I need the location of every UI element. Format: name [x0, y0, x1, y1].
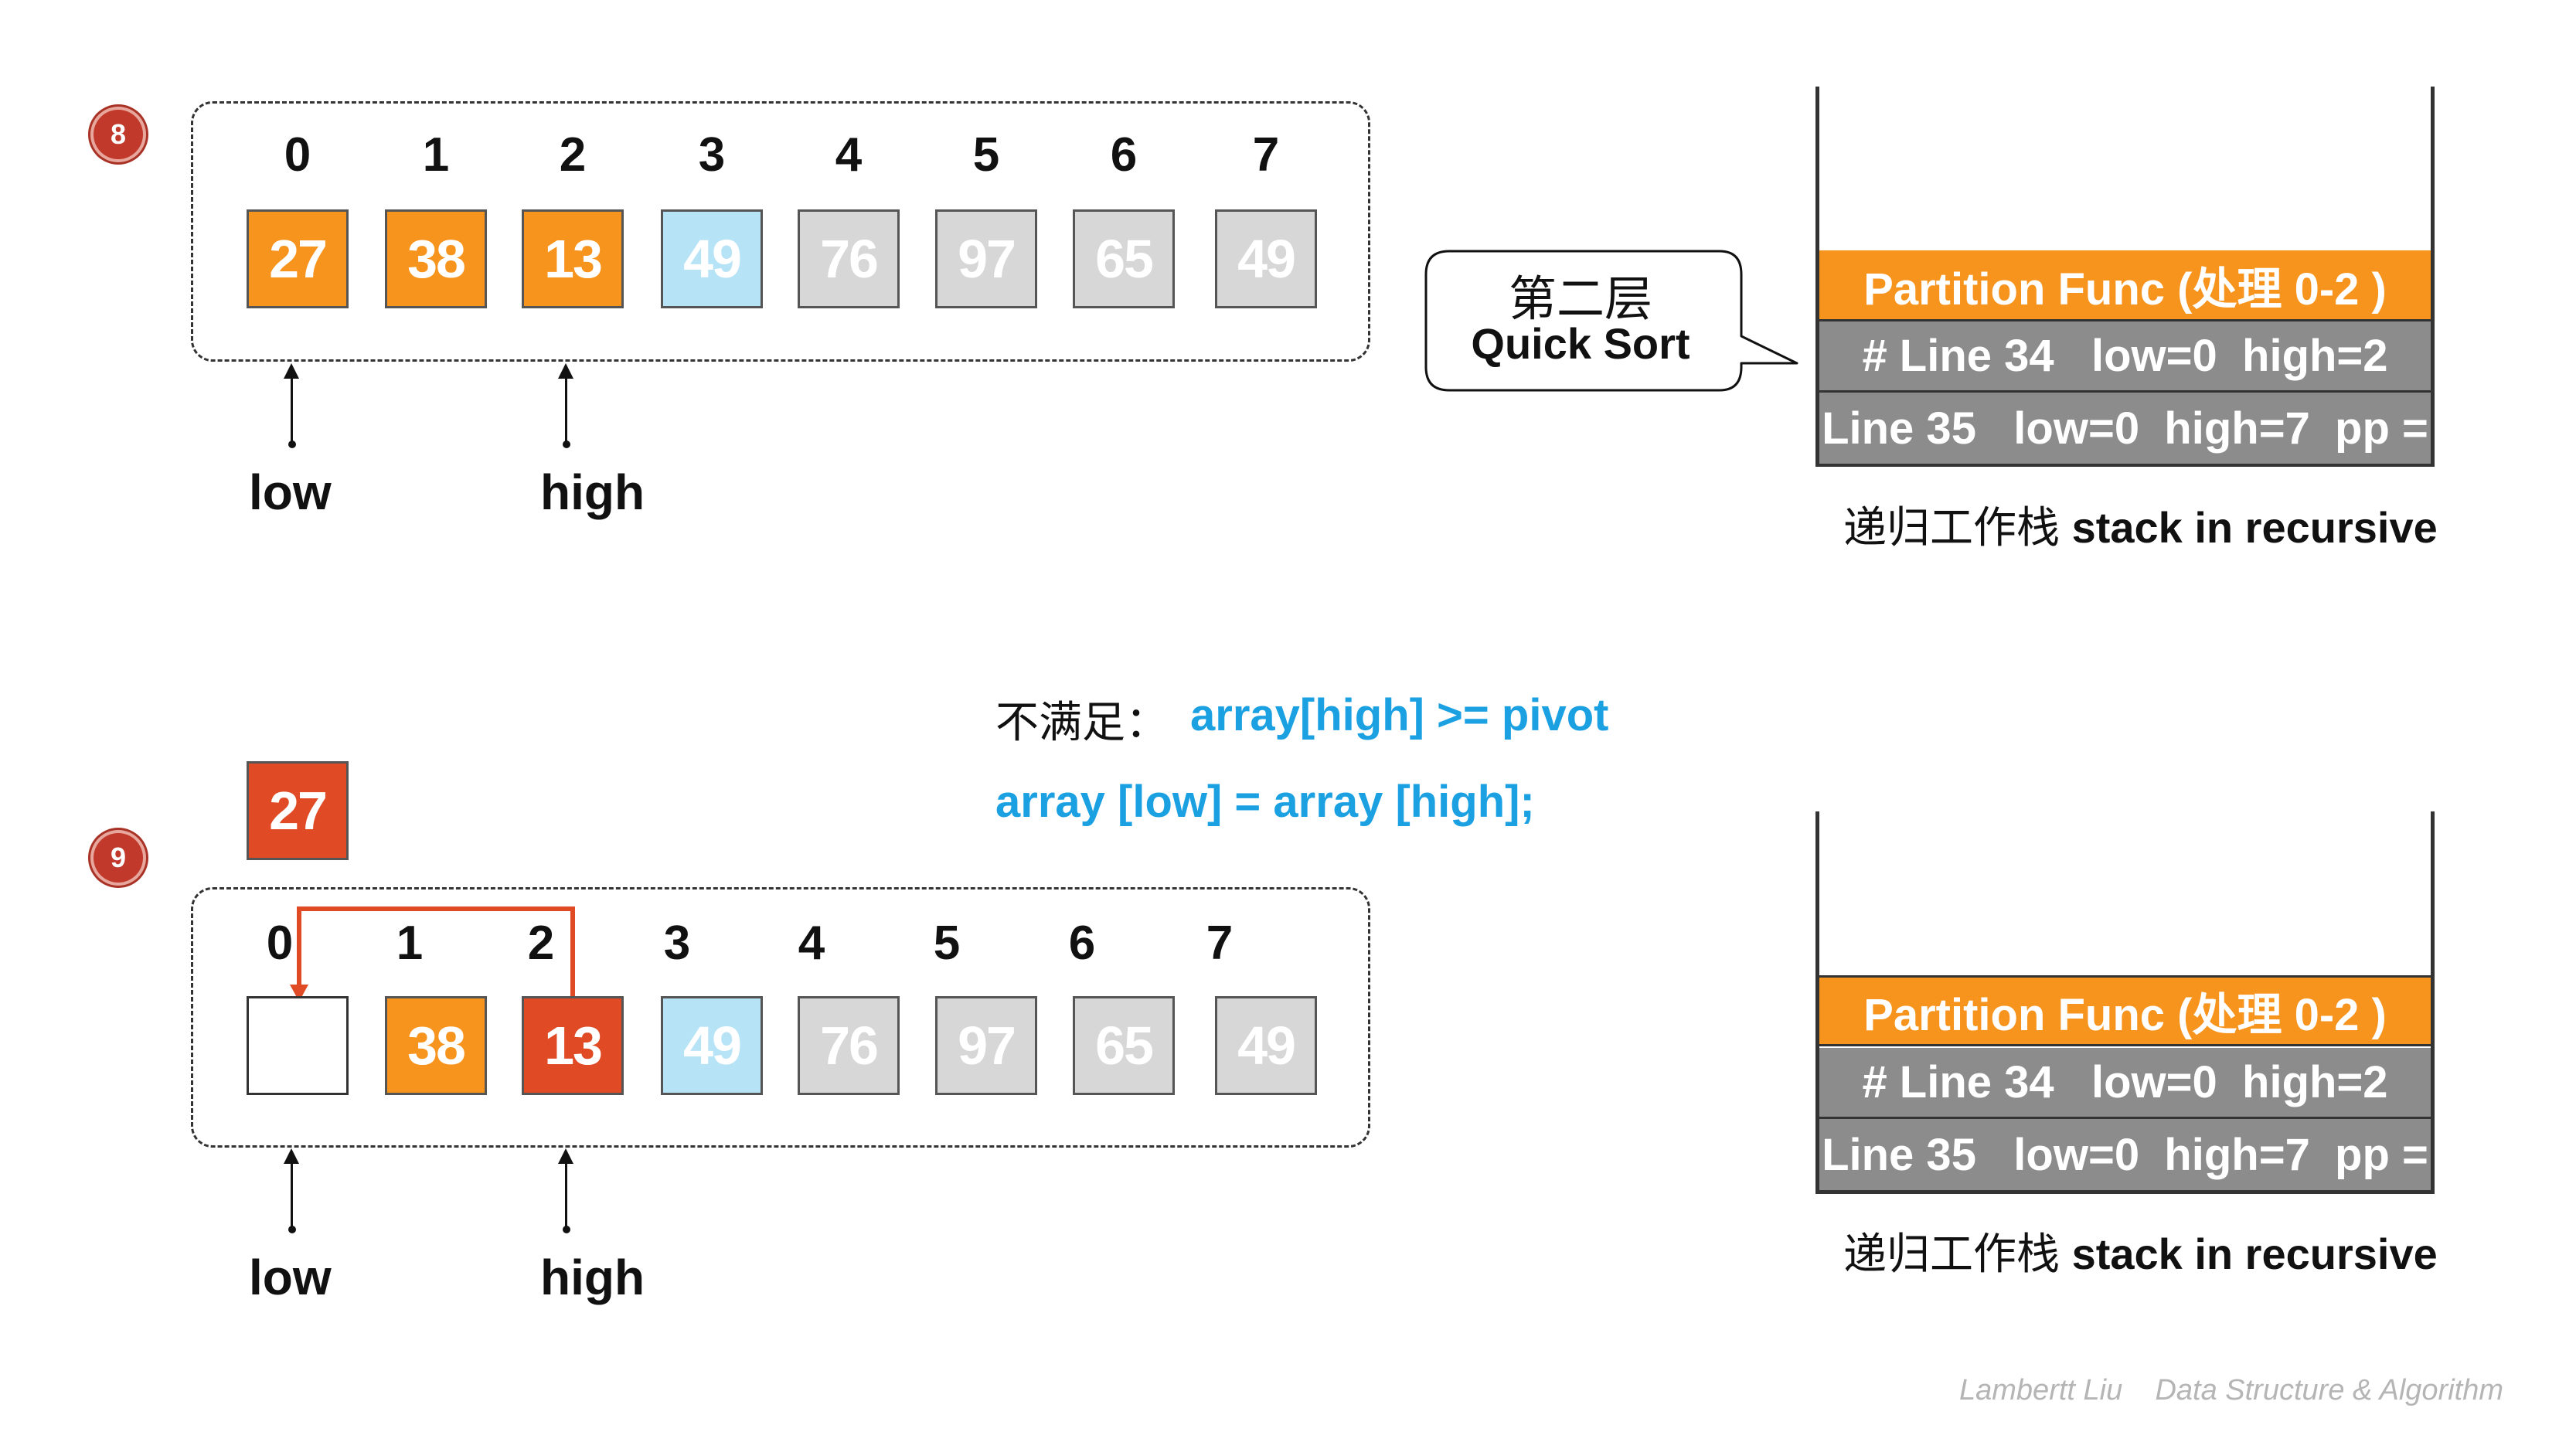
- index-label: 3: [698, 128, 726, 182]
- array-cell: 38: [385, 996, 487, 1095]
- low-pointer-dot: [288, 440, 296, 448]
- low-pointer-arrowhead: [284, 363, 299, 379]
- index-label: 0: [284, 128, 311, 182]
- stack-bottom-caption-cn: 递归工作栈: [1843, 1230, 2060, 1280]
- index-label: 2: [559, 128, 587, 182]
- index-label: 6: [1068, 917, 1096, 970]
- stack-bottom-right-wall: [2431, 811, 2435, 1194]
- stack-top-row-line34: # Line 34 low=0 high=2: [1819, 321, 2431, 393]
- low-pointer-label: low: [249, 1250, 332, 1305]
- step-8-badge: 8: [90, 107, 146, 162]
- array-cell: 49: [1215, 209, 1317, 308]
- array-cell: 65: [1073, 209, 1175, 308]
- stack-bottom-bottom-wall: [1815, 1190, 2435, 1194]
- index-label: 7: [1252, 128, 1280, 182]
- stack-bottom-row-line35: # Line 35 low=0 high=7 pp = 3: [1785, 1119, 2465, 1190]
- array-cell: 97: [935, 209, 1037, 308]
- array-cell: 76: [798, 996, 900, 1095]
- low-pointer-line: [291, 377, 293, 443]
- index-label: 3: [663, 917, 691, 970]
- stack-bottom-caption-en: stack in recursive: [2071, 1230, 2438, 1278]
- array-cell: [247, 996, 349, 1095]
- high-pointer-arrowhead: [558, 1148, 573, 1164]
- low-pointer-line: [291, 1162, 293, 1228]
- index-label: 6: [1110, 128, 1138, 182]
- step-9-badge: 9: [90, 830, 146, 886]
- high-pointer-dot: [563, 440, 570, 448]
- high-pointer-line: [565, 1162, 567, 1228]
- array-cell: 97: [935, 996, 1037, 1095]
- low-pointer-label: low: [249, 464, 332, 520]
- callout-line-1: 第二层: [1508, 270, 1652, 327]
- move-arrow: [290, 906, 575, 1002]
- stack-top-row-line35: # Line 35 low=0 high=7 pp = 3: [1785, 393, 2465, 464]
- stack-top-bottom-wall: [1815, 463, 2435, 467]
- index-label: 7: [1206, 917, 1234, 970]
- stack-top-row-partition: Partition Func (处理 0-2 ): [1819, 250, 2431, 321]
- credit-text: Lambertt Liu Data Structure & Algorithm: [1959, 1374, 2504, 1406]
- index-label: 1: [422, 128, 450, 182]
- array-cell: 27: [247, 209, 349, 308]
- high-pointer-label: high: [540, 464, 645, 520]
- high-pointer-line: [565, 377, 567, 443]
- array-cell: 13: [522, 996, 624, 1095]
- step-8-array-frame: [191, 101, 1370, 362]
- assignment-code: array [low] = array [high];: [995, 777, 1535, 827]
- index-label: 2: [527, 917, 555, 970]
- high-pointer-label: high: [540, 1250, 645, 1305]
- callout-line-2: Quick Sort: [1471, 319, 1690, 368]
- stack-top-left-wall: [1815, 87, 1819, 467]
- step-9-array-frame: [191, 887, 1370, 1148]
- array-cell: 13: [522, 209, 624, 308]
- index-label: 1: [396, 917, 424, 970]
- array-cell: 38: [385, 209, 487, 308]
- index-label: 4: [835, 128, 863, 182]
- index-label: 5: [933, 917, 961, 970]
- high-pointer-arrowhead: [558, 363, 573, 379]
- low-pointer-dot: [288, 1226, 296, 1233]
- stack-top-caption-cn: 递归工作栈: [1843, 503, 2060, 553]
- stack-bottom-caption: 递归工作栈 stack in recursive: [1843, 1219, 2438, 1282]
- callout-bubble: [1424, 250, 1798, 392]
- stack-top-caption: 递归工作栈 stack in recursive: [1843, 493, 2438, 556]
- condition-prefix: 不满足：: [995, 698, 1169, 748]
- array-cell: 49: [1215, 996, 1317, 1095]
- array-cell: 49: [661, 209, 763, 308]
- stack-top-right-wall: [2431, 87, 2435, 467]
- array-cell: 65: [1073, 996, 1175, 1095]
- index-label: 5: [972, 128, 1000, 182]
- array-cell: 49: [661, 996, 763, 1095]
- stack-top-caption-en: stack in recursive: [2071, 503, 2438, 552]
- index-label: 4: [798, 917, 825, 970]
- array-cell: 76: [798, 209, 900, 308]
- low-pointer-arrowhead: [284, 1148, 299, 1164]
- high-pointer-dot: [563, 1226, 570, 1233]
- stack-bottom-left-wall: [1815, 811, 1819, 1194]
- pivot-value-box: 27: [247, 761, 349, 860]
- condition-code: array[high] >= pivot: [1190, 690, 1609, 740]
- index-label: 0: [266, 917, 294, 970]
- stack-bottom-row-partition: Partition Func (处理 0-2 ): [1819, 975, 2431, 1046]
- stack-bottom-row-line34: # Line 34 low=0 high=2: [1819, 1048, 2431, 1119]
